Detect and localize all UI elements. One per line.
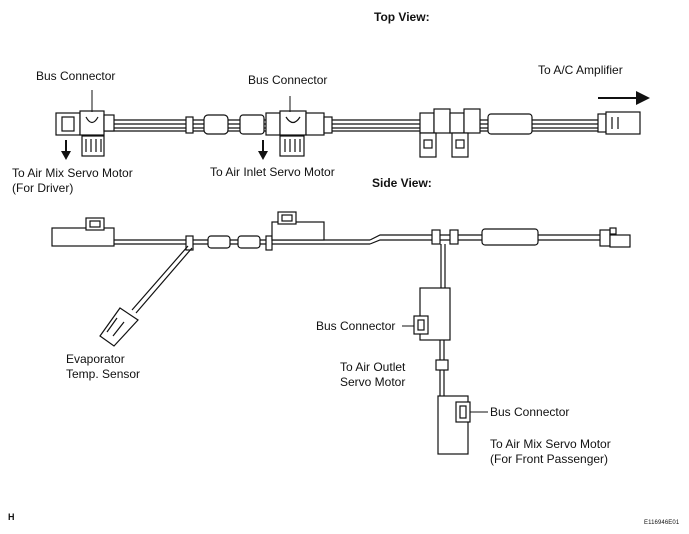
- clip: [185, 116, 194, 134]
- bus-connector-label-1: Bus Connector: [36, 69, 116, 83]
- sleeve: [203, 114, 229, 135]
- bus-connector-label-4: Bus Connector: [490, 405, 570, 419]
- sleeve: [207, 235, 231, 249]
- bus-connector-label-3: Bus Connector: [316, 319, 396, 333]
- evaporator-label: Evaporator: [66, 352, 125, 366]
- top-view-harness: [55, 108, 641, 158]
- arrow-air-inlet: [258, 140, 268, 160]
- vertical-branch: [413, 244, 471, 455]
- sleeve: [237, 235, 261, 249]
- evaporator-sensor-branch: [99, 245, 193, 347]
- figure-code: E116946E01: [644, 520, 680, 526]
- bus-connector-label-2: Bus Connector: [248, 73, 328, 87]
- sleeve: [487, 113, 533, 135]
- clip: [449, 229, 459, 245]
- top-view-title: Top View:: [374, 10, 430, 24]
- connector-air-mix-driver-side: [51, 217, 115, 247]
- sleeve: [481, 228, 539, 246]
- to-air-mix-driver-label: To Air Mix Servo Motor: [12, 166, 133, 180]
- connector-air-inlet-side: [271, 211, 325, 241]
- page-marker: H: [8, 512, 15, 522]
- to-air-mix-passenger-sublabel: (For Front Passenger): [490, 452, 609, 466]
- to-air-outlet-label: To Air Outlet: [340, 360, 406, 374]
- to-ac-amplifier-label: To A/C Amplifier: [538, 63, 623, 77]
- sleeve: [239, 114, 265, 135]
- connector-ac-amplifier-side: [599, 227, 631, 248]
- clip: [431, 229, 441, 245]
- side-view-harness: [51, 211, 631, 455]
- arrow-to-ac-amplifier: [598, 91, 650, 105]
- to-air-mix-passenger-label: To Air Mix Servo Motor: [490, 437, 611, 451]
- connector-air-mix-driver-top: [55, 110, 115, 157]
- to-air-outlet-sublabel: Servo Motor: [340, 375, 406, 389]
- side-view-title: Side View:: [372, 176, 432, 190]
- clip: [265, 235, 273, 251]
- connector-ac-amplifier-top: [597, 111, 641, 135]
- arrow-air-mix-driver: [61, 140, 71, 160]
- to-air-mix-driver-sublabel: (For Driver): [12, 181, 74, 195]
- connector-pair-top: [419, 108, 481, 158]
- evaporator-sublabel: Temp. Sensor: [66, 367, 141, 381]
- connector-air-inlet-top: [265, 110, 333, 157]
- to-air-inlet-label: To Air Inlet Servo Motor: [210, 165, 335, 179]
